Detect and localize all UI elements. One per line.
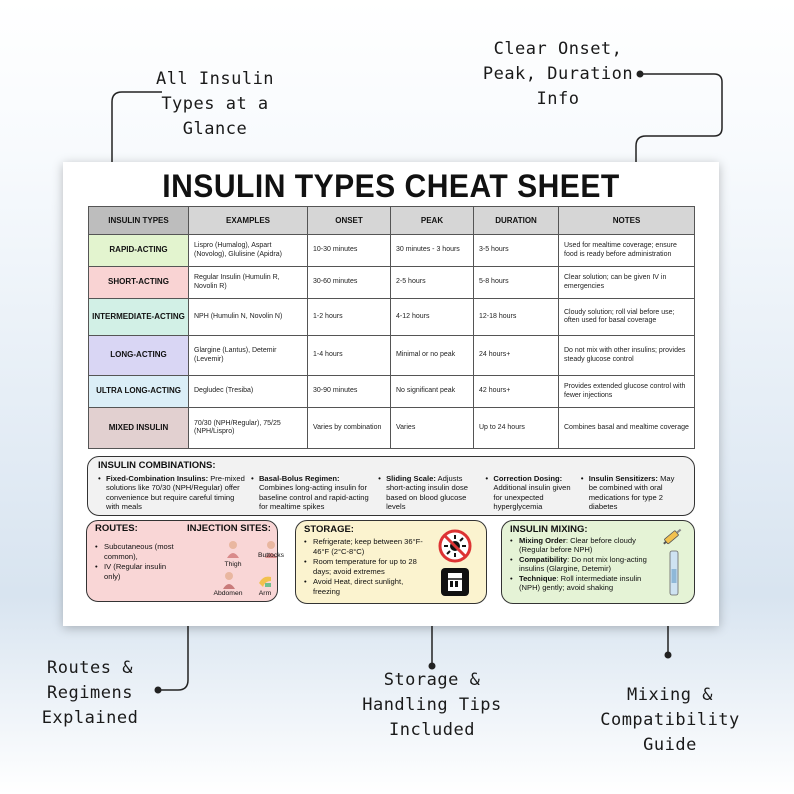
storage-list: Refrigerate; keep between 36°F-46°F (2°C… [304, 537, 432, 597]
combo-item: •Sliding Scale: Adjusts short-acting ins… [378, 473, 468, 512]
header-peak: PEAK [390, 206, 474, 235]
cell-examples: 70/30 (NPH/Regular), 75/25 (NPH/Lispro) [188, 407, 308, 449]
header-notes: NOTES [558, 206, 695, 235]
site-arm: Arm [258, 590, 272, 597]
list-item: Technique: Roll intermediate insulin (NP… [510, 574, 660, 593]
buttocks-icon [265, 541, 277, 558]
injection-sites-heading: INJECTION SITES: [187, 523, 271, 534]
list-item: Room temperature for up to 28 days; avoi… [304, 557, 432, 577]
mixing-list: Mixing Order: Clear before cloudy (Regul… [510, 536, 660, 594]
arm-icon [259, 576, 271, 587]
cell-insulin-type: ULTRA LONG-ACTING [88, 375, 189, 408]
header-insulin-types: INSULIN TYPES [88, 206, 189, 235]
combo-item: •Correction Dosing: Additional insulin g… [485, 473, 571, 512]
cell-notes: Cloudy solution; roll vial before use; o… [558, 298, 695, 336]
cell-peak: Varies [390, 407, 474, 449]
routes-heading: ROUTES: [95, 523, 138, 534]
syringe-icon [663, 528, 682, 545]
cell-onset: 30-60 minutes [307, 266, 391, 299]
cell-examples: Regular Insulin (Humulin R, Novolin R) [188, 266, 308, 299]
list-item: Compatibility: Do not mix long-acting in… [510, 555, 660, 574]
combinations-panel: INSULIN COMBINATIONS: •Fixed-Combination… [87, 456, 695, 516]
list-item: Avoid Heat, direct sunlight, freezing [304, 577, 432, 597]
cell-duration: 12-18 hours [473, 298, 559, 336]
cell-notes: Do not mix with other insulins; provides… [558, 335, 695, 376]
cell-peak: Minimal or no peak [390, 335, 474, 376]
insulin-pen-icon [669, 550, 679, 596]
cell-peak: 4-12 hours [390, 298, 474, 336]
site-thigh: Thigh [224, 561, 242, 568]
cell-examples: Degludec (Tresiba) [188, 375, 308, 408]
list-item: Mixing Order: Clear before cloudy (Regul… [510, 536, 660, 555]
cell-duration: 24 hours+ [473, 335, 559, 376]
cell-notes: Clear solution; can be given IV in emerg… [558, 266, 695, 299]
cell-peak: No significant peak [390, 375, 474, 408]
routes-list: Subcutaneous (most common), IV (Regular … [95, 542, 183, 582]
combo-item: •Insulin Sensitizers: May be combined wi… [580, 473, 675, 512]
sheet-title: INSULIN TYPES CHEAT SHEET [162, 168, 620, 204]
header-examples: EXAMPLES [188, 206, 308, 235]
list-item: Refrigerate; keep between 36°F-46°F (2°C… [304, 537, 432, 557]
storage-panel: STORAGE: Refrigerate; keep between 36°F-… [295, 520, 487, 604]
cell-onset: 1-2 hours [307, 298, 391, 336]
cell-notes: Combines basal and mealtime coverage [558, 407, 695, 449]
site-buttocks: Buttocks [257, 552, 285, 559]
cell-onset: 10-30 minutes [307, 234, 391, 267]
insulin-types-table: INSULIN TYPES EXAMPLES ONSET PEAK DURATI… [88, 206, 695, 449]
mixing-panel: INSULIN MIXING: Mixing Order: Clear befo… [501, 520, 695, 604]
cell-examples: NPH (Humulin N, Novolin N) [188, 298, 308, 336]
mixing-heading: INSULIN MIXING: [510, 524, 588, 535]
cell-peak: 30 minutes - 3 hours [390, 234, 474, 267]
combo-item: •Fixed-Combination Insulins: Pre-mixed s… [98, 473, 245, 512]
cell-insulin-type: RAPID-ACTING [88, 234, 189, 267]
no-heat-icon [438, 529, 472, 563]
refrigerator-icon [441, 568, 469, 596]
cell-onset: Varies by combination [307, 407, 391, 449]
site-abdomen: Abdomen [213, 590, 243, 597]
cell-onset: 30-90 minutes [307, 375, 391, 408]
combinations-heading: INSULIN COMBINATIONS: [98, 460, 216, 471]
cell-examples: Lispro (Humalog), Aspart (Novolog), Glul… [188, 234, 308, 267]
routes-panel: ROUTES: Subcutaneous (most common), IV (… [86, 520, 284, 602]
cell-duration: Up to 24 hours [473, 407, 559, 449]
cell-insulin-type: SHORT-ACTING [88, 266, 189, 299]
cell-insulin-type: MIXED INSULIN [88, 407, 189, 449]
cell-insulin-type: INTERMEDIATE-ACTING [88, 298, 189, 336]
combo-item: •Basal-Bolus Regimen: Combines long-acti… [250, 473, 369, 512]
thigh-icon [227, 541, 239, 558]
header-duration: DURATION [473, 206, 559, 235]
cell-duration: 3-5 hours [473, 234, 559, 267]
table-header-row: INSULIN TYPES EXAMPLES ONSET PEAK DURATI… [88, 206, 695, 235]
header-onset: ONSET [307, 206, 391, 235]
cell-duration: 42 hours+ [473, 375, 559, 408]
cell-notes: Provides extended glucose control with f… [558, 375, 695, 408]
cell-insulin-type: LONG-ACTING [88, 335, 189, 376]
list-item: Subcutaneous (most common), [95, 542, 183, 562]
list-item: IV (Regular insulin only) [95, 562, 183, 582]
storage-heading: STORAGE: [304, 524, 354, 535]
cell-duration: 5-8 hours [473, 266, 559, 299]
cell-peak: 2-5 hours [390, 266, 474, 299]
cell-onset: 1-4 hours [307, 335, 391, 376]
cell-notes: Used for mealtime coverage; ensure food … [558, 234, 695, 267]
cheat-sheet: INSULIN TYPES CHEAT SHEET INSULIN TYPES … [63, 162, 719, 626]
cell-examples: Glargine (Lantus), Detemir (Levemir) [188, 335, 308, 376]
abdomen-icon [223, 572, 235, 589]
